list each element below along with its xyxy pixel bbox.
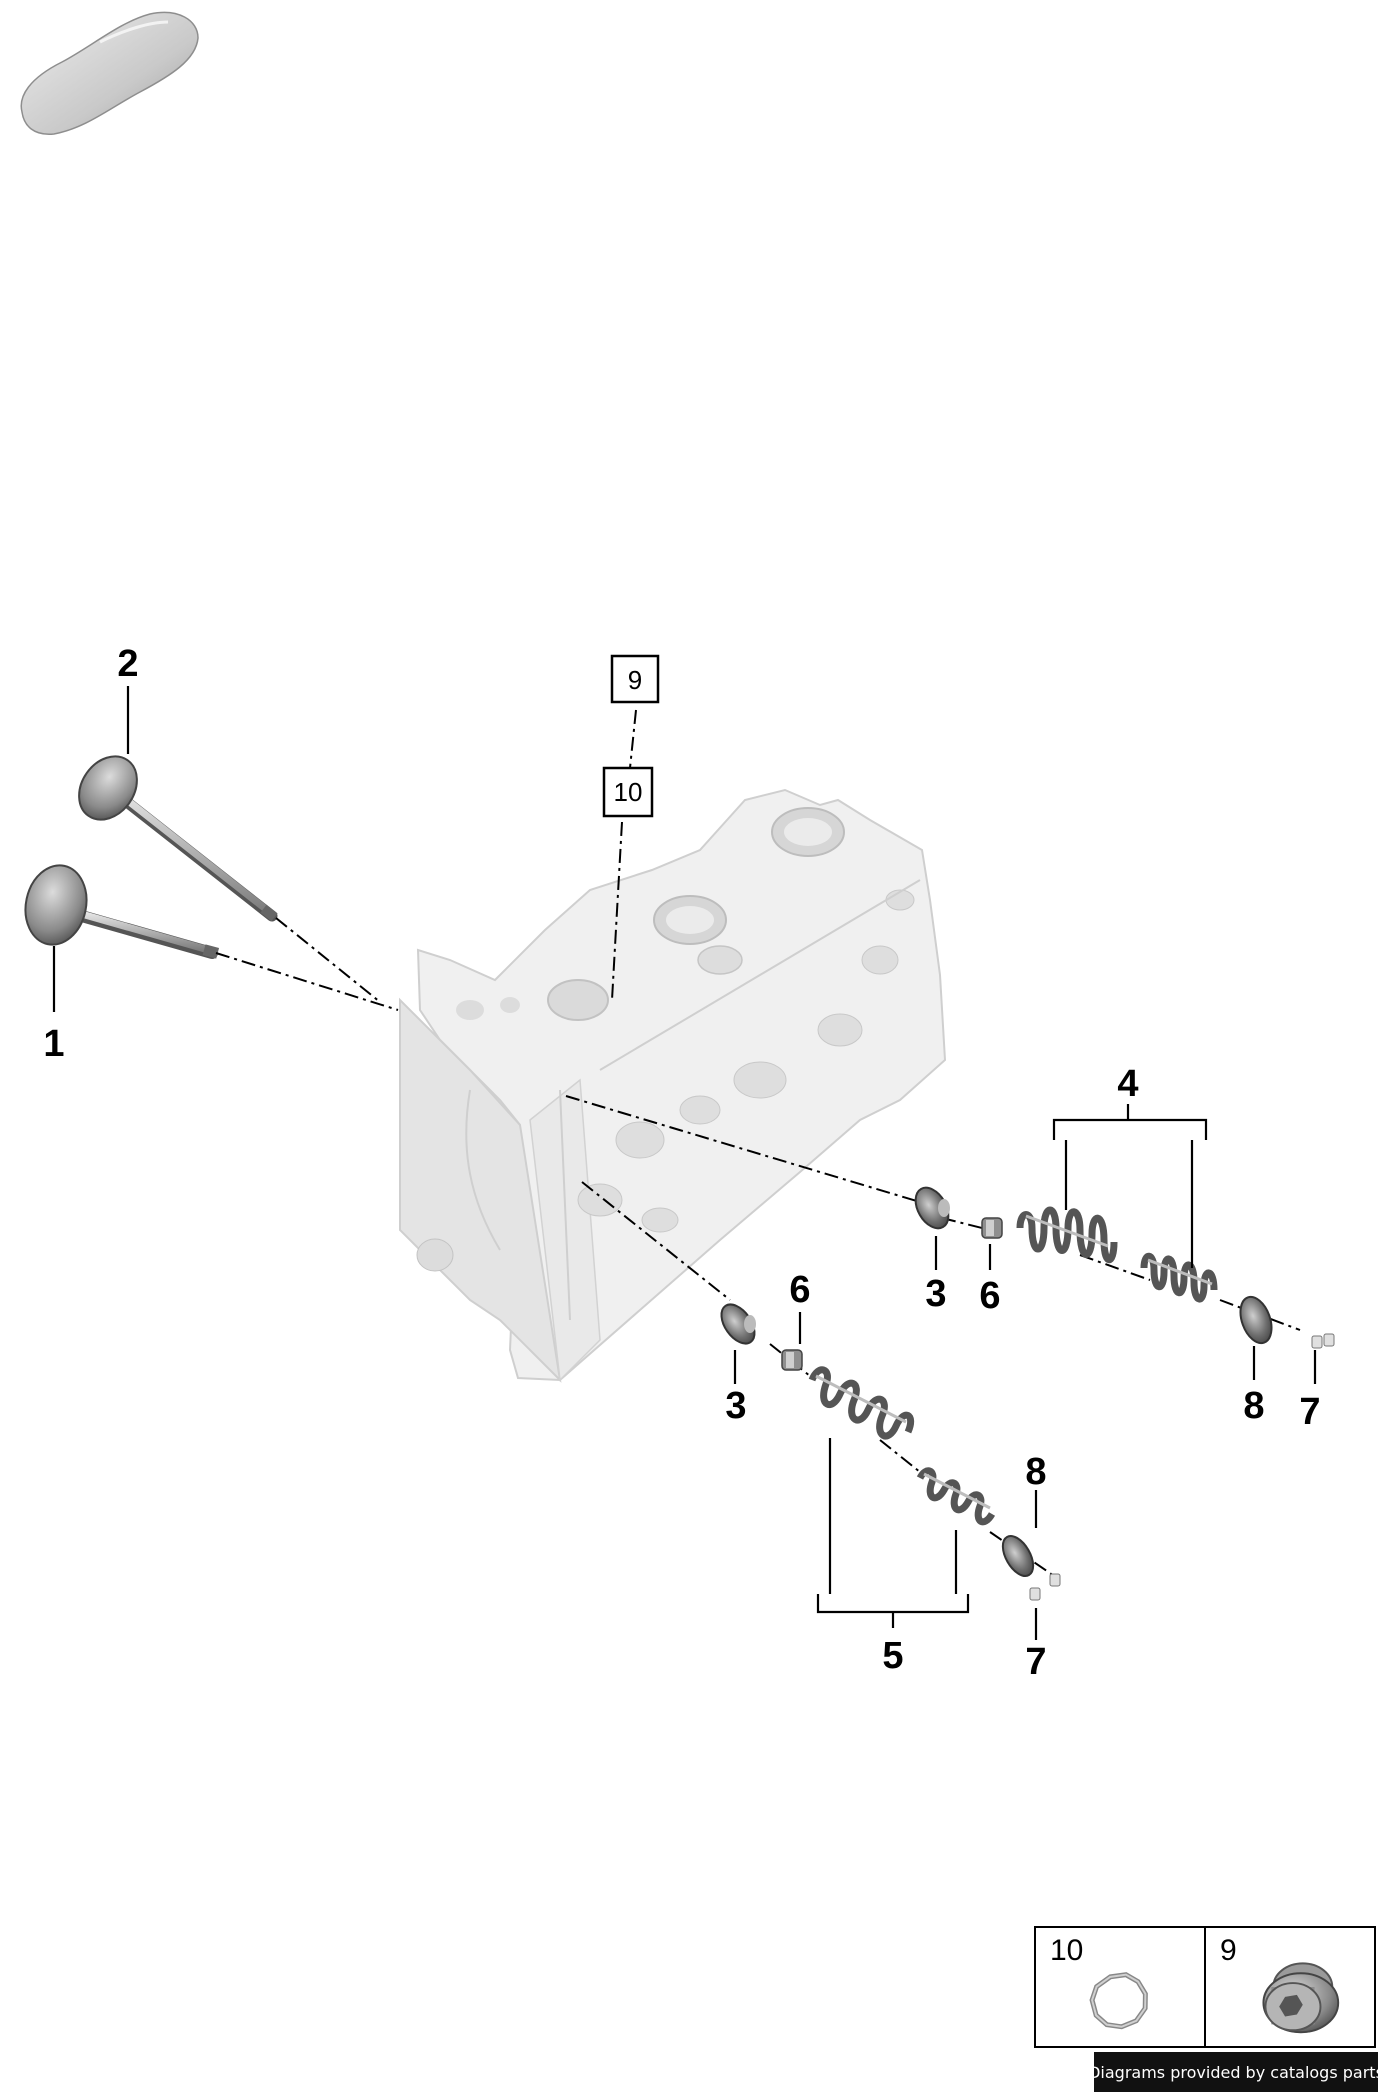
callout-7-upper: 7 — [1299, 1391, 1320, 1433]
spring-retainer-lower — [1001, 1535, 1035, 1577]
valve-spring-upper-small — [1140, 1252, 1218, 1303]
valve-cotters-lower — [1029, 1573, 1061, 1601]
svg-text:9: 9 — [628, 665, 642, 695]
spring-retainer-upper — [1239, 1295, 1273, 1345]
sealing-ring-icon — [1089, 1972, 1148, 2030]
callout-5: 5 — [882, 1635, 903, 1677]
credit-banner: Diagrams provided by catalogs parts — [1088, 2052, 1378, 2092]
boxed-ref-10: 10 — [602, 766, 654, 818]
callout-8-upper: 8 — [1243, 1385, 1264, 1427]
legend-number-10: 10 — [1050, 1934, 1084, 1967]
legend-number-9: 9 — [1220, 1934, 1237, 1967]
callout-7-lower: 7 — [1025, 1641, 1046, 1683]
valve-spring-lower-large — [808, 1366, 915, 1440]
valve-spring-lower-small — [916, 1467, 996, 1526]
spring-seat-lower — [781, 1349, 803, 1371]
callout-8-lower: 8 — [1025, 1451, 1046, 1493]
parts-legend: 10 9 — [1034, 1926, 1376, 2048]
callout-3-lower: 3 — [725, 1385, 746, 1427]
axis-lines — [215, 709, 1301, 1581]
leader-lines — [52, 686, 1317, 1640]
valve-cotters-upper — [1311, 1333, 1335, 1349]
screw-plug-icon — [1262, 1962, 1340, 2034]
callout-1: 1 — [43, 1023, 64, 1065]
valve-1 — [24, 864, 220, 959]
valve-spring-upper-large — [1016, 1206, 1118, 1264]
svg-text:10: 10 — [614, 777, 643, 807]
valve-stem-seal-upper — [914, 1186, 950, 1230]
legend-cell-9: 9 — [1204, 1928, 1374, 2046]
spring-seat-upper — [981, 1217, 1003, 1239]
boxed-ref-9: 9 — [610, 654, 660, 704]
callout-2: 2 — [117, 643, 138, 685]
legend-cell-10: 10 — [1036, 1928, 1204, 2046]
cylinder-head-block — [399, 788, 947, 1383]
callout-3-upper: 3 — [925, 1273, 946, 1315]
callout-4: 4 — [1117, 1063, 1138, 1105]
car-silhouette-icon — [20, 11, 199, 135]
valve-2 — [78, 755, 278, 922]
callout-6-upper: 6 — [979, 1275, 1000, 1317]
valve-stem-seal-lower — [720, 1303, 756, 1345]
callout-6-lower: 6 — [789, 1269, 810, 1311]
